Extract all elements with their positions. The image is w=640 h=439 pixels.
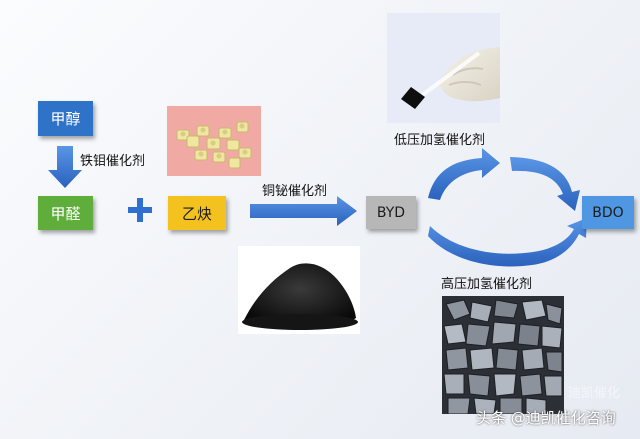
gloved-hand-photo [387,13,500,123]
cycle-arrow-top-right [510,157,580,211]
cycle-arrow-top-left [428,148,500,200]
watermark-handle: @迪凯催化咨询 [510,409,616,427]
catalyst-rings-photo [167,106,261,176]
byd-box: BYD [366,196,416,229]
acetylene-box: 乙炔 [168,196,226,230]
right-arrow [250,196,357,226]
down-arrow [48,146,82,188]
methanol-box: 甲醇 [38,101,93,136]
cu-bi-catalyst-label: 铜铋催化剂 [262,184,328,199]
fe-mo-catalyst-label: 铁钼催化剂 [80,154,146,169]
low-pressure-catalyst-label: 低压加氢催化剂 [394,133,486,148]
catalyst-rings-image [176,121,252,169]
formaldehyde-label: 甲醛 [50,204,81,223]
gray-granules-image [443,299,563,414]
methanol-label: 甲醇 [50,110,81,128]
watermark-faint: 迪凯催化 [568,386,621,401]
watermark-prefix: 头条 [476,409,507,427]
bdo-box: BDO [582,196,634,229]
gray-granules-photo [442,296,564,414]
black-powder-photo [238,246,360,334]
plus-sign [128,198,152,222]
acetylene-label: 乙炔 [181,204,212,223]
formaldehyde-box: 甲醛 [38,196,93,230]
gloved-hand-image [401,47,500,109]
cycle-arrow-bottom [428,218,587,267]
high-pressure-catalyst-label: 高压加氢催化剂 [441,277,533,292]
byd-label: BYD [376,204,406,221]
watermark: 头条 @迪凯催化咨询 [476,407,616,428]
black-powder-image [242,263,358,330]
bdo-label: BDO [592,204,624,221]
